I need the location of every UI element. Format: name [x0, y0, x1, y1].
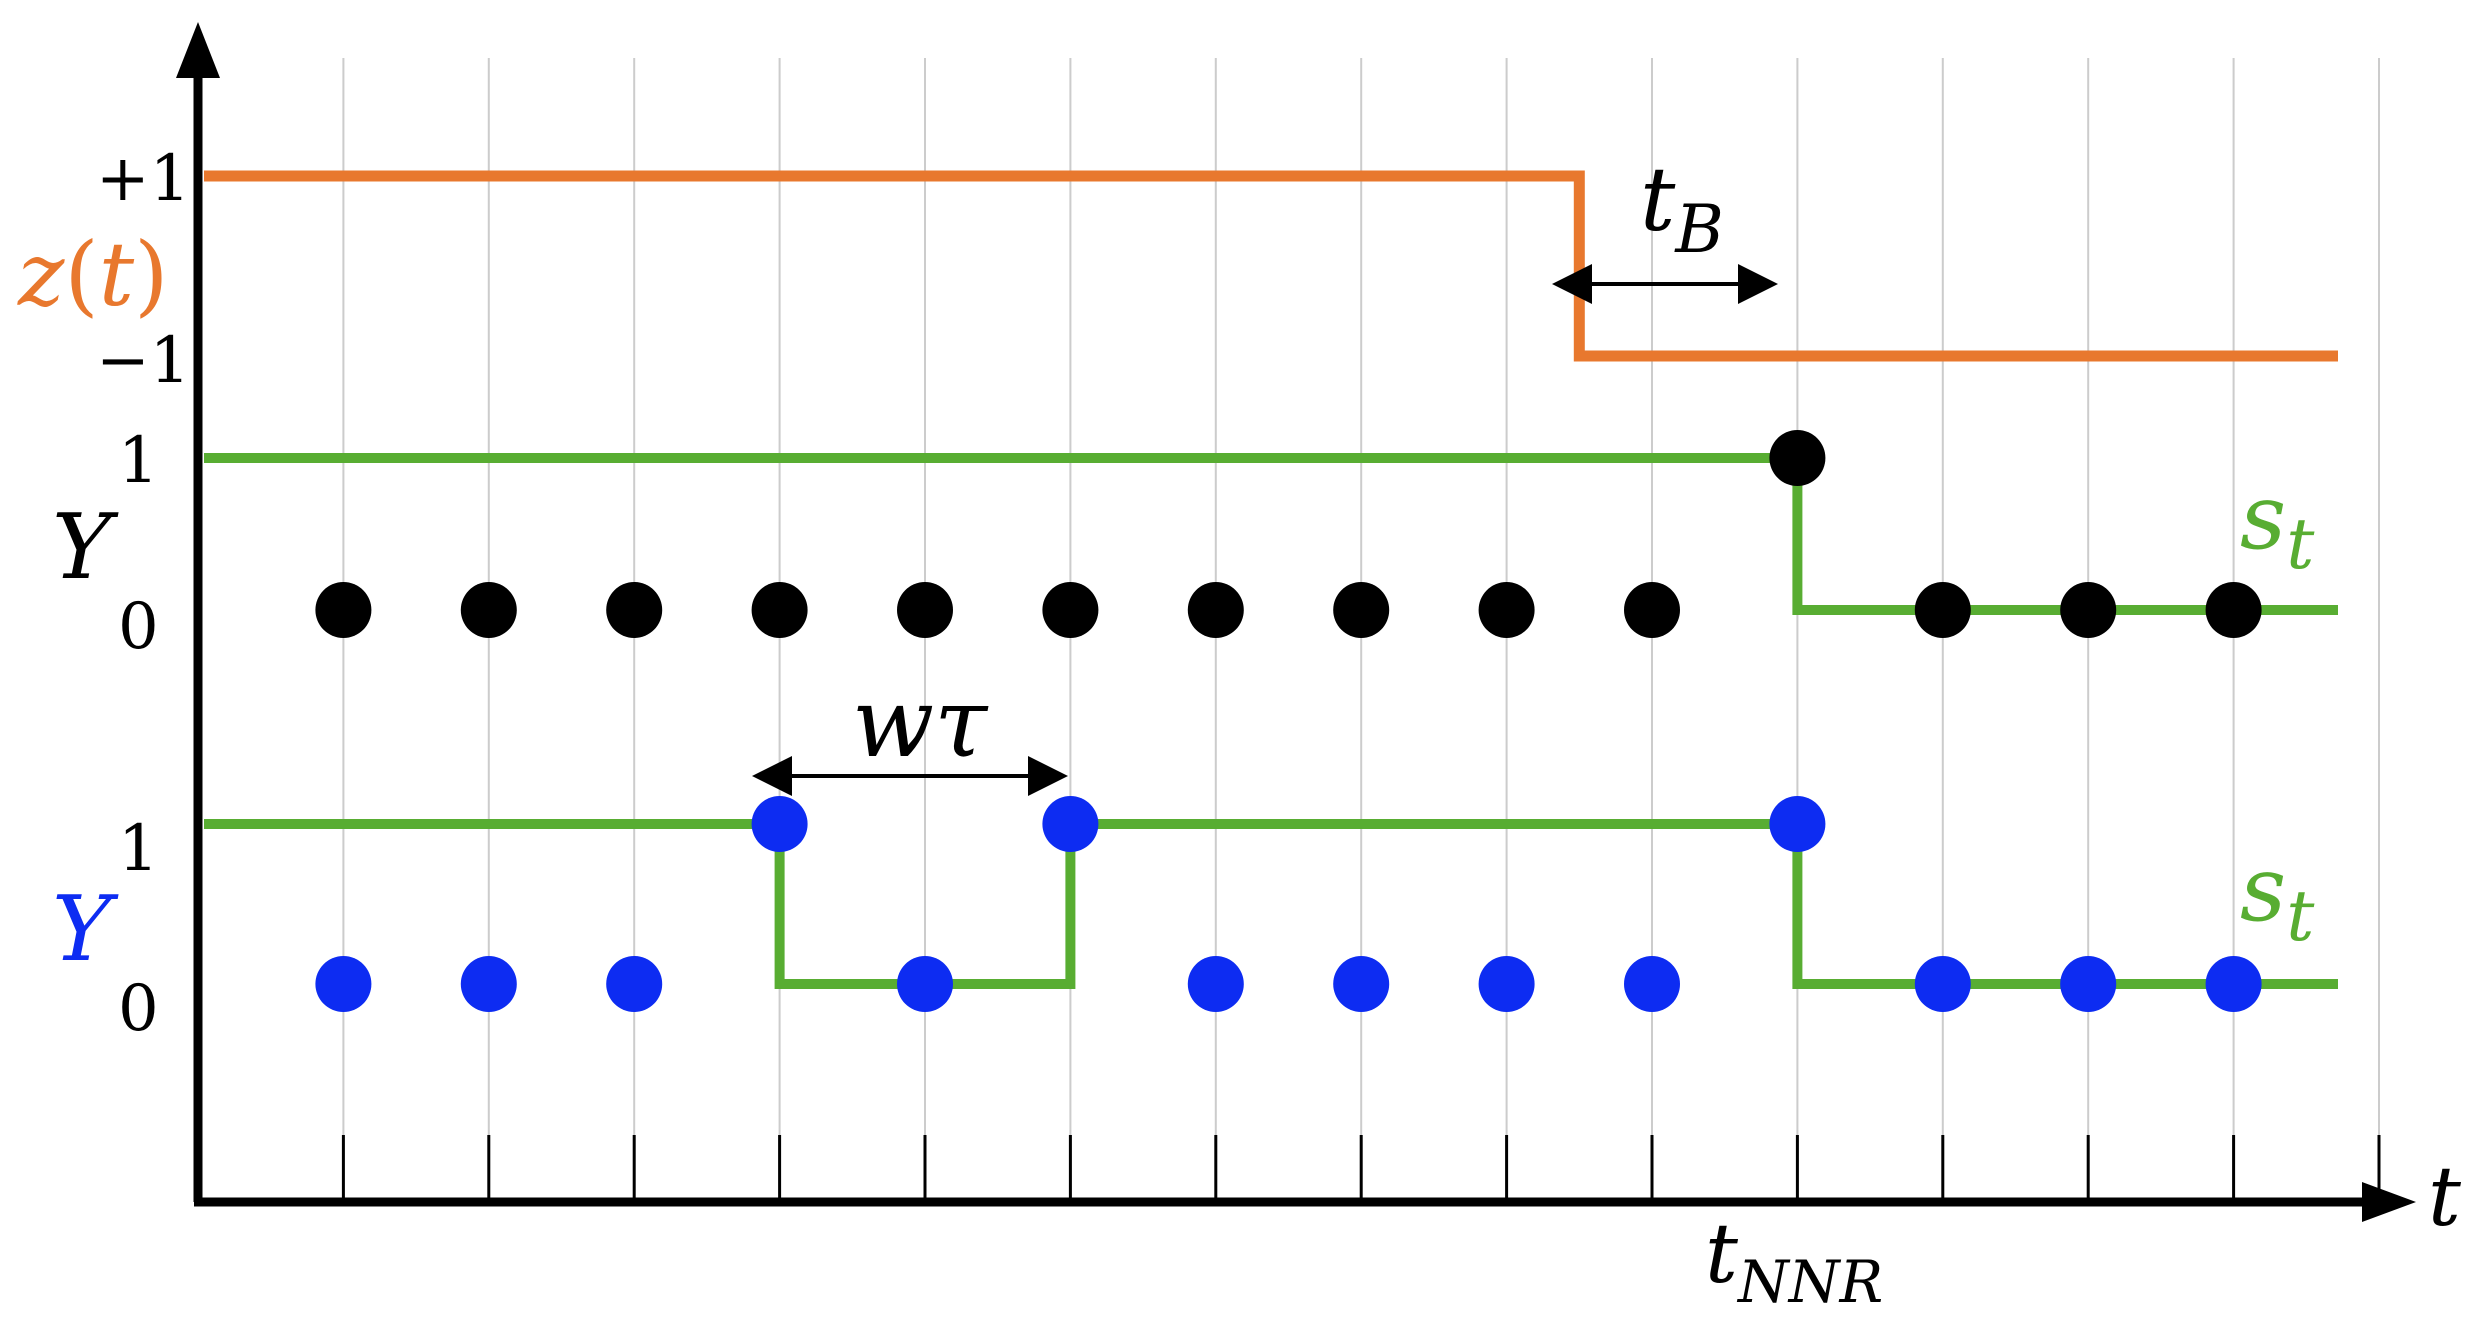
tB-label: tB: [1640, 148, 1724, 268]
black-data-point: [1769, 430, 1826, 486]
black-st-sub: t: [2286, 503, 2315, 585]
blue-data-point: [315, 956, 372, 1012]
blue-data-point: [1333, 956, 1390, 1012]
blue-st-main: s: [2240, 837, 2286, 942]
blue-data-point: [1187, 956, 1244, 1012]
blue-data-point: [1769, 796, 1826, 852]
black-data-point: [1624, 582, 1680, 638]
z-panel-name: z(t): [17, 223, 168, 326]
blue-y-name: Y: [52, 877, 119, 982]
t-nnr-main: t: [1705, 1207, 1739, 1302]
axes: [176, 22, 2416, 1222]
black-data-point: [2205, 582, 2262, 638]
z-name-paren-close: ): [134, 223, 168, 326]
tB-sub: B: [1674, 191, 1724, 268]
black-data-point: [315, 582, 372, 638]
black-data-point: [751, 582, 808, 638]
black-data-point: [1333, 582, 1390, 638]
blue-data-point: [2205, 956, 2262, 1012]
blue-data-point: [1914, 956, 1971, 1012]
y-axis-arrowhead: [176, 22, 220, 78]
blue-data-point: [606, 956, 663, 1012]
black-data-point: [897, 582, 953, 638]
blue-data-point: [1624, 956, 1680, 1012]
x-axis-ticks: [341, 1135, 2381, 1200]
blue-data-point: [460, 956, 517, 1012]
black-data-point: [460, 582, 517, 638]
blue-st-sub: t: [2286, 875, 2315, 957]
blue-level-0: 0: [118, 972, 159, 1046]
black-data-point: [2060, 582, 2117, 638]
black-data-point: [1914, 582, 1971, 638]
blue-data-point: [2060, 956, 2117, 1012]
t-nnr-label: tNNR: [1705, 1207, 1883, 1316]
black-st-label: st: [2240, 465, 2315, 585]
black-level-1: 1: [118, 424, 159, 498]
z-level-low: −1: [96, 324, 190, 398]
black-state-line: [204, 453, 2338, 615]
blue-data-point: [751, 796, 808, 852]
z-name-main: z: [17, 223, 65, 326]
black-st-main: s: [2240, 465, 2286, 570]
t-nnr-sub: NNR: [1736, 1248, 1883, 1316]
black-data-point: [1187, 582, 1244, 638]
blue-data-point: [897, 956, 953, 1012]
black-data-point: [1042, 582, 1099, 638]
black-data-points: [315, 430, 2262, 638]
z-name-arg: t: [99, 223, 135, 326]
z-level-high: +1: [96, 142, 190, 216]
w-tau-label: wτ: [852, 667, 989, 779]
blue-data-point: [1042, 796, 1099, 852]
x-axis-arrowhead: [2362, 1182, 2416, 1222]
black-data-point: [606, 582, 663, 638]
blue-st-label: st: [2240, 837, 2315, 957]
black-data-point: [1478, 582, 1535, 638]
black-y-name: Y: [52, 495, 119, 600]
blue-data-points: [315, 796, 2262, 1012]
blue-state-line: [204, 819, 2338, 989]
blue-level-1: 1: [118, 812, 159, 886]
x-axis-label: t: [2428, 1150, 2462, 1245]
tB-main: t: [1640, 148, 1676, 251]
z-step-line: [204, 170, 2338, 362]
black-level-0: 0: [118, 590, 159, 664]
z-name-paren-open: (: [64, 223, 98, 326]
blue-data-point: [1478, 956, 1535, 1012]
